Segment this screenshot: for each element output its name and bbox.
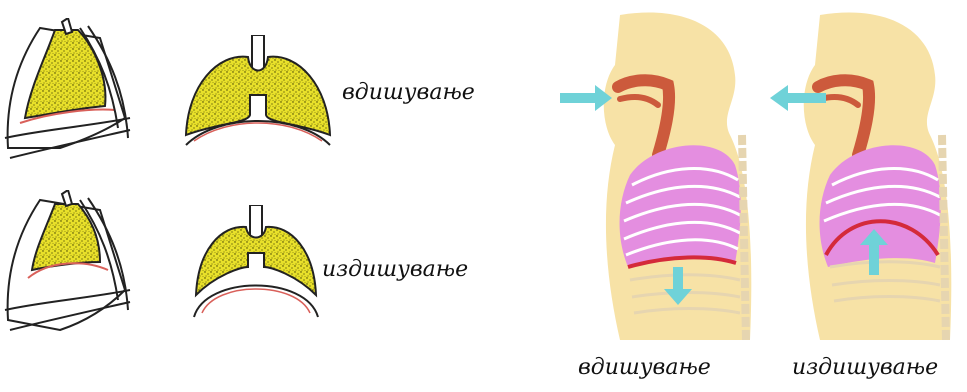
label-exhale-mid: издишување	[322, 257, 468, 282]
label-exhale-bottom: издишување	[792, 355, 938, 380]
front-lungs-inhale	[178, 35, 338, 155]
body-inhale	[560, 5, 770, 345]
front-lungs-exhale	[186, 205, 326, 325]
side-chest-inhale	[0, 18, 135, 168]
label-inhale-top: вдишување	[342, 80, 475, 105]
label-inhale-bottom: вдишување	[578, 355, 711, 380]
body-exhale	[770, 5, 965, 345]
side-chest-exhale	[0, 190, 135, 340]
